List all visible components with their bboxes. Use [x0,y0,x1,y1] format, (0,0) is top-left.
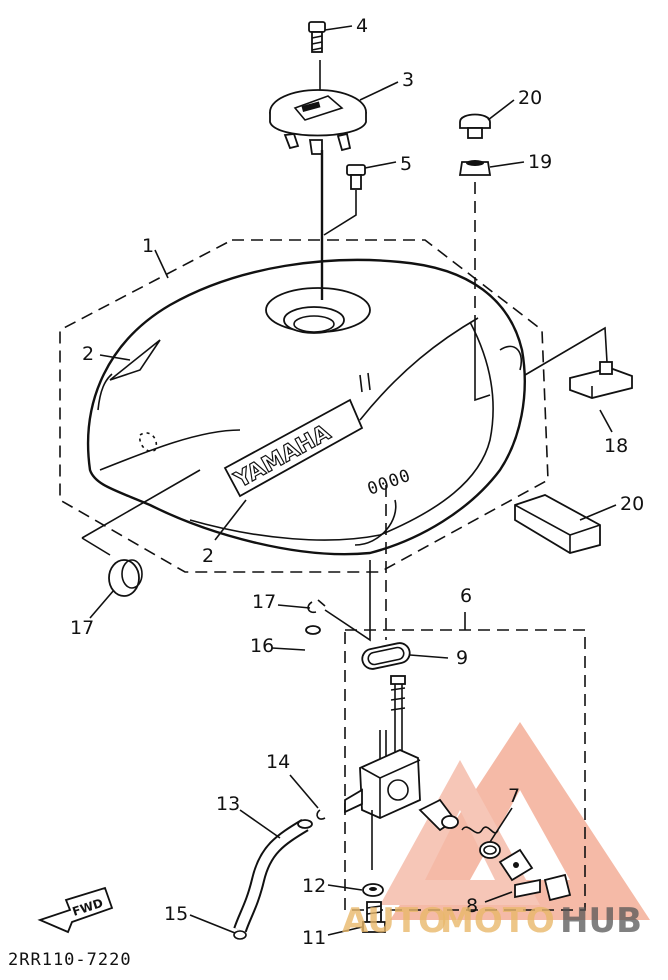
fuel-tank: 0000 [86,258,526,556]
cap-screw [308,21,326,53]
watermark-auto: AUTO [342,901,447,941]
fuel-cock-plate-screws [498,848,572,902]
callout-2-upper: 2 [82,343,94,365]
callout-13-lower: 15 [164,903,188,925]
fuel-cock [344,675,421,870]
fuel-cap [269,89,367,155]
callout-16: 17 [70,617,94,639]
callout-15: 17 [252,591,276,613]
watermark-text: AUTO MOTO HUB [342,901,642,941]
callout-3: 3 [402,69,414,91]
callout-12: 13 [216,793,240,815]
callout-20: 20 [620,493,644,515]
callout-7: 7 [508,785,520,807]
callout-8: 8 [466,895,478,917]
yamaha-emblem: YAMAHA [223,398,364,498]
callout-labels: 4 3 20 5 19 1 2 18 20 2 17 6 17 16 9 14 … [70,15,644,949]
callout-1: 1 [142,235,154,257]
rear-bracket [569,361,633,399]
callout-19: 20 [518,87,542,109]
breather-hose [207,625,321,775]
callout-14: 16 [250,635,274,657]
callout-17: 18 [604,435,628,457]
watermark-moto: MOTO [440,901,555,941]
drain-washer [362,883,384,897]
watermark-hub: HUB [560,901,642,941]
callout-13-upper: 14 [266,751,290,773]
tank-rubber-cushion [108,559,143,597]
diagram-code: 2RR110-7220 [8,950,132,970]
tank-rubber-cap [459,113,491,139]
fuel-hose [233,818,313,933]
leader-lines [81,25,617,936]
callout-18: 19 [528,151,552,173]
fuel-cock-gasket [361,642,411,670]
tank-damper [458,160,492,176]
drain-bolt [362,901,386,933]
hose-clip-upper [307,599,326,614]
callout-9: 9 [456,647,468,669]
svg-text:0000: 0000 [365,466,414,500]
forward-direction-arrow: FWD [37,886,114,934]
callout-11: 12 [302,875,326,897]
callout-5: 5 [400,153,412,175]
callout-2-lower: 2 [202,545,214,567]
hose-clip-middle [316,809,326,820]
callout-10: 11 [302,927,326,949]
tank-bolt [346,164,366,190]
fuel-cock-assembly-boundary [344,629,586,911]
fuel-cock-lever-parts [418,798,501,859]
callout-6: 6 [460,585,472,607]
callout-4: 4 [356,15,368,37]
hose-clip-lower [233,930,247,940]
tank-pad [514,494,601,554]
